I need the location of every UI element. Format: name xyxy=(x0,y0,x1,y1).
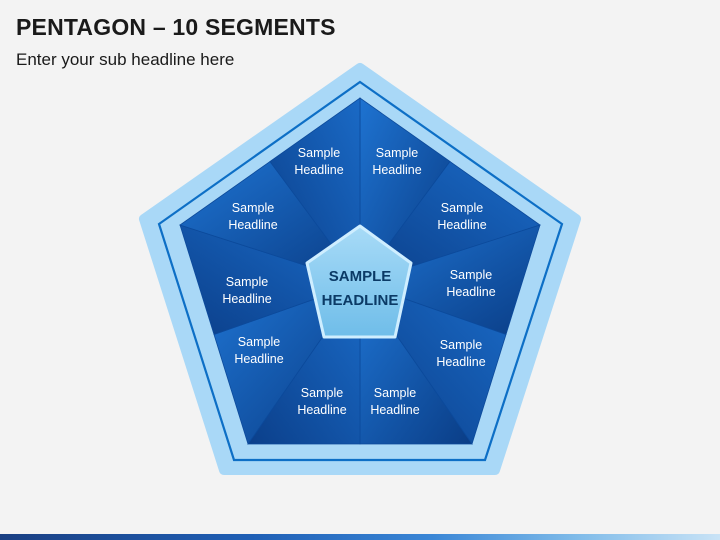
page-title: PENTAGON – 10 SEGMENTS xyxy=(16,14,336,40)
segment-label-line1: Sample xyxy=(301,386,343,400)
segment-label-line1: Sample xyxy=(232,201,274,215)
segment-label-line1: Sample xyxy=(450,268,492,282)
segment-label-line2: Headline xyxy=(437,218,486,232)
segment-wedge xyxy=(269,97,361,285)
center-pentagon xyxy=(305,224,413,339)
segment-label-line2: Headline xyxy=(370,403,419,417)
segment-label-line2: Headline xyxy=(294,163,343,177)
segment-label-line2: Headline xyxy=(222,292,271,306)
segment-label-line2: Headline xyxy=(372,163,421,177)
frame-line xyxy=(157,80,564,462)
center-label-line1: SAMPLE xyxy=(329,268,392,285)
footer-bar xyxy=(0,534,720,540)
segment-label-line1: Sample xyxy=(376,146,418,160)
segment-label-line1: Sample xyxy=(238,335,280,349)
center-label-line2: HEADLINE xyxy=(322,292,399,309)
page-subtitle: Enter your sub headline here xyxy=(16,50,235,69)
segment-label-line1: Sample xyxy=(374,386,416,400)
segment-label-line1: Sample xyxy=(441,201,483,215)
segment-labels: SampleHeadlineSampleHeadlineSampleHeadli… xyxy=(222,146,495,417)
segment-label-line2: Headline xyxy=(436,355,485,369)
segment-label-line1: Sample xyxy=(226,275,268,289)
segment-label-line2: Headline xyxy=(446,285,495,299)
segment-label-line2: Headline xyxy=(297,403,346,417)
segment-label-line2: Headline xyxy=(234,352,283,366)
segment-label-line1: Sample xyxy=(440,338,482,352)
segment-label-line1: Sample xyxy=(298,146,340,160)
segment-label-line2: Headline xyxy=(228,218,277,232)
